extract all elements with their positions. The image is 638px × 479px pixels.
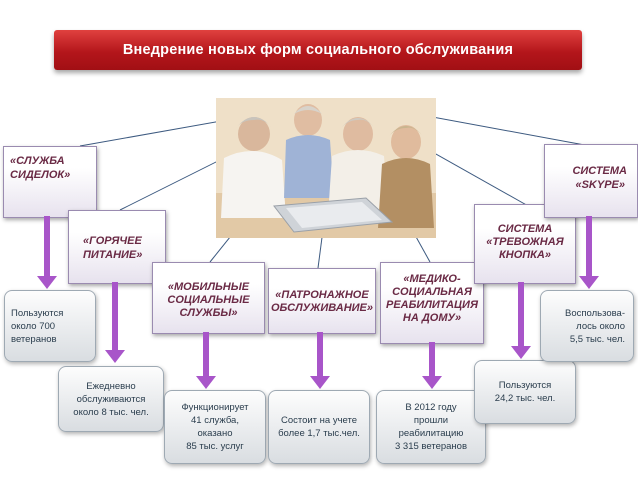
service-sidelki: «СЛУЖБА СИДЕЛОК»: [3, 146, 97, 218]
result-text-line: 3 315 ветеранов: [395, 440, 467, 453]
service-mobilnye: «МОБИЛЬНЫЕ СОЦИАЛЬНЫЕ СЛУЖБЫ»: [152, 262, 265, 334]
arrow-down-icon: [315, 332, 325, 390]
result-text-line: Функционирует: [181, 401, 248, 414]
result-text-line: около 700: [11, 320, 55, 333]
result-skype: Воспользова- лось около 5,5 тыс. чел.: [540, 290, 634, 362]
result-text-line: более 1,7 тыс.чел.: [278, 427, 360, 440]
result-text-line: ветеранов: [11, 333, 57, 346]
arrow-down-icon: [110, 282, 120, 364]
page-title: Внедрение новых форм социального обслужи…: [54, 30, 582, 70]
service-skype: СИСТЕМА «SKYPE»: [544, 144, 638, 218]
service-label-line: СЛУЖБЫ»: [153, 307, 264, 320]
result-text-line: 5,5 тыс. чел.: [570, 333, 625, 346]
arrow-down-icon: [516, 282, 526, 360]
service-label-line: СОЦИАЛЬНЫЕ: [153, 294, 264, 307]
service-mediko: «МЕДИКО- СОЦИАЛЬНАЯ РЕАБИЛИТАЦИЯ НА ДОМУ…: [380, 262, 484, 344]
result-text-line: В 2012 году: [405, 401, 456, 414]
arrow-down-icon: [42, 216, 52, 290]
service-patronazh: «ПАТРОНАЖНОЕ ОБСЛУЖИВАНИЕ»: [268, 268, 376, 334]
service-label-line: НА ДОМУ»: [381, 312, 483, 325]
result-text-line: оказано: [198, 427, 233, 440]
service-label-line: «SKYPE»: [575, 179, 625, 192]
result-text-line: реабилитацию: [399, 427, 464, 440]
service-label-line: СИСТЕМА: [572, 165, 627, 178]
service-label-line: «СЛУЖБА: [10, 155, 65, 168]
result-text-line: Пользуются: [499, 379, 551, 392]
result-text-line: обслуживаются: [77, 393, 146, 406]
arrow-down-icon: [584, 216, 594, 290]
result-mobilnye: Функционирует 41 служба, оказано 85 тыс.…: [164, 390, 266, 464]
result-patronazh: Состоит на учете более 1,7 тыс.чел.: [268, 390, 370, 464]
service-label-line: ОБСЛУЖИВАНИЕ»: [269, 302, 375, 315]
result-text-line: около 8 тыс. чел.: [73, 406, 148, 419]
result-text-line: Пользуются: [11, 307, 63, 320]
service-label-line: «МОБИЛЬНЫЕ: [153, 281, 264, 294]
result-text-line: 85 тыс. услуг: [186, 440, 244, 453]
result-text-line: Состоит на учете: [281, 414, 357, 427]
result-pitanie: Ежедневно обслуживаются около 8 тыс. чел…: [58, 366, 164, 432]
service-label-line: «ТРЕВОЖНАЯ: [475, 236, 575, 249]
elderly-people-at-laptop-photo: [216, 98, 436, 238]
arrow-down-icon: [201, 332, 211, 390]
result-text-line: 24,2 тыс. чел.: [495, 392, 555, 405]
result-text-line: Воспользова-: [565, 307, 625, 320]
result-mediko: В 2012 году прошли реабилитацию 3 315 ве…: [376, 390, 486, 464]
result-knopka: Пользуются 24,2 тыс. чел.: [474, 360, 576, 424]
result-text-line: прошли: [414, 414, 448, 427]
service-label-line: «ГОРЯЧЕЕ: [83, 235, 142, 248]
service-label-line: КНОПКА»: [475, 249, 575, 262]
result-text-line: Ежедневно: [86, 380, 135, 393]
result-text-line: 41 служба,: [191, 414, 239, 427]
service-label-line: «ПАТРОНАЖНОЕ: [269, 289, 375, 302]
service-label-line: СОЦИАЛЬНАЯ: [381, 286, 483, 299]
arrow-down-icon: [427, 342, 437, 390]
service-label-line: СИСТЕМА: [475, 223, 575, 236]
service-label-line: ПИТАНИЕ»: [83, 249, 142, 262]
result-text-line: лось около: [576, 320, 625, 333]
service-label-line: РЕАБИЛИТАЦИЯ: [381, 299, 483, 312]
result-sidelki: Пользуются около 700 ветеранов: [4, 290, 96, 362]
service-label-line: «МЕДИКО-: [381, 273, 483, 286]
service-label-line: СИДЕЛОК»: [10, 169, 70, 182]
